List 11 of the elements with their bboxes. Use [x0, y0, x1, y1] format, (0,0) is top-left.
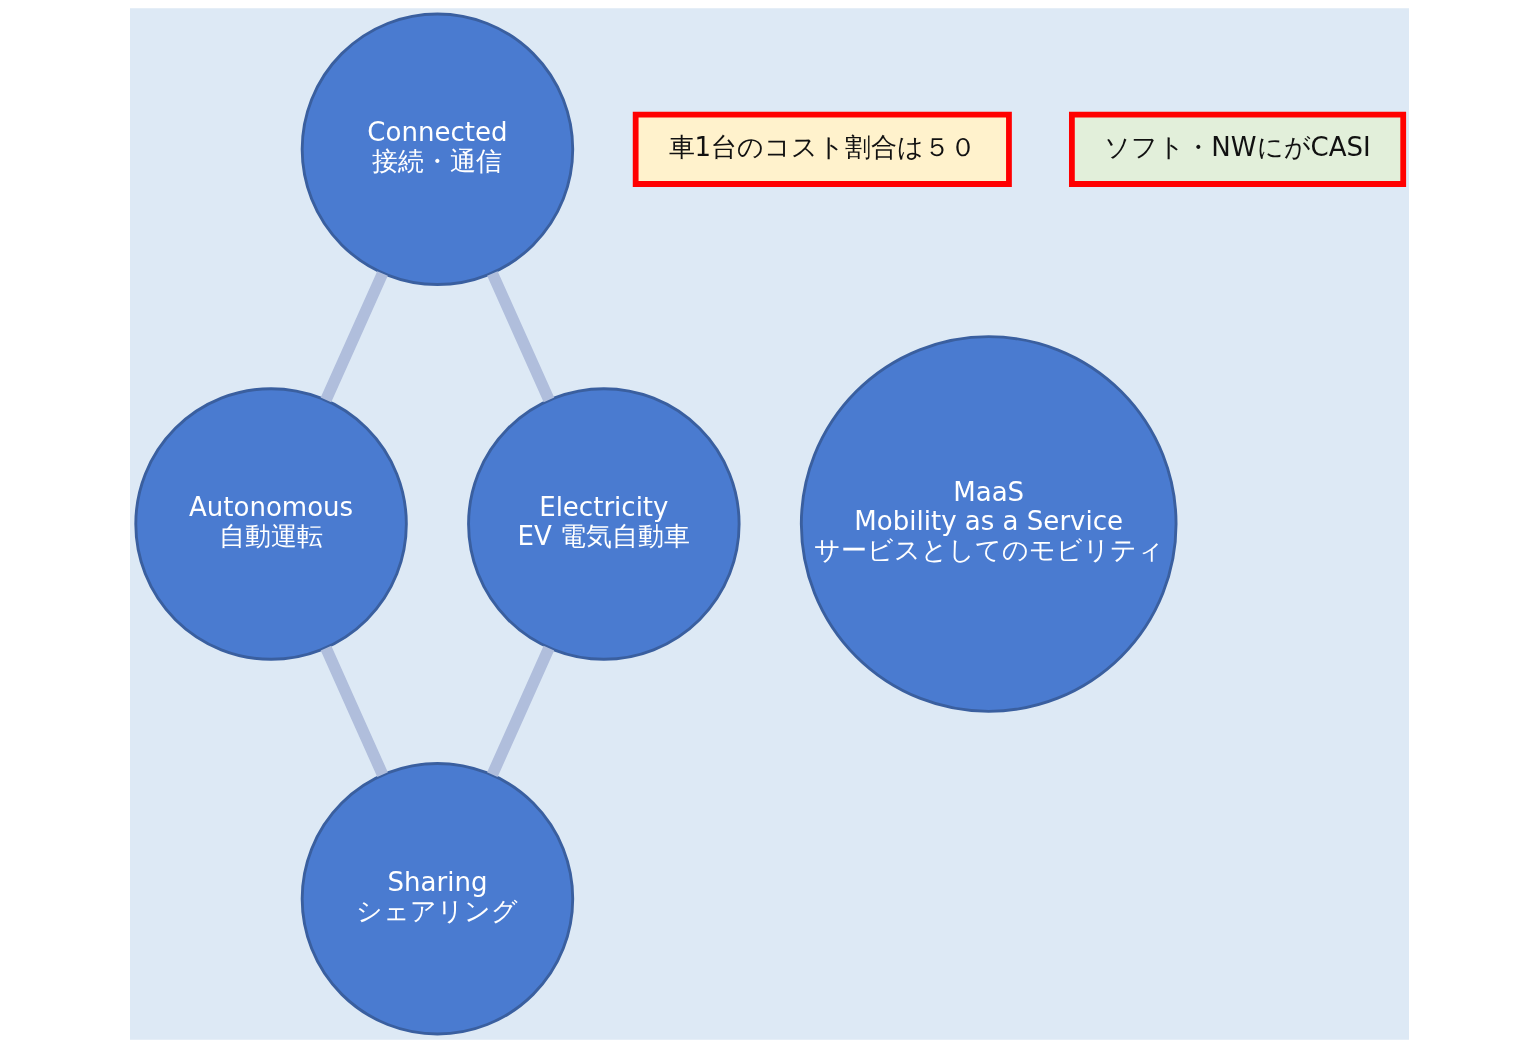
connector [487, 645, 555, 777]
node-circle: Autonomous 自動運転 [134, 387, 408, 661]
connector [320, 271, 388, 403]
node-circle: Electricity EV 電気自動車 [467, 387, 741, 661]
connector [320, 645, 388, 777]
connector [487, 271, 555, 403]
node-circle: MaaS Mobility as a Service サービスとしてのモビリティ [799, 335, 1178, 713]
node-circle: Connected 接続・通信 [300, 12, 575, 286]
node-circle: Sharing シェアリング [300, 762, 575, 1036]
node-box: ソフト・NWにがCASI [1069, 111, 1407, 187]
node-box: 車1台のコスト割合は５０ [632, 111, 1012, 187]
